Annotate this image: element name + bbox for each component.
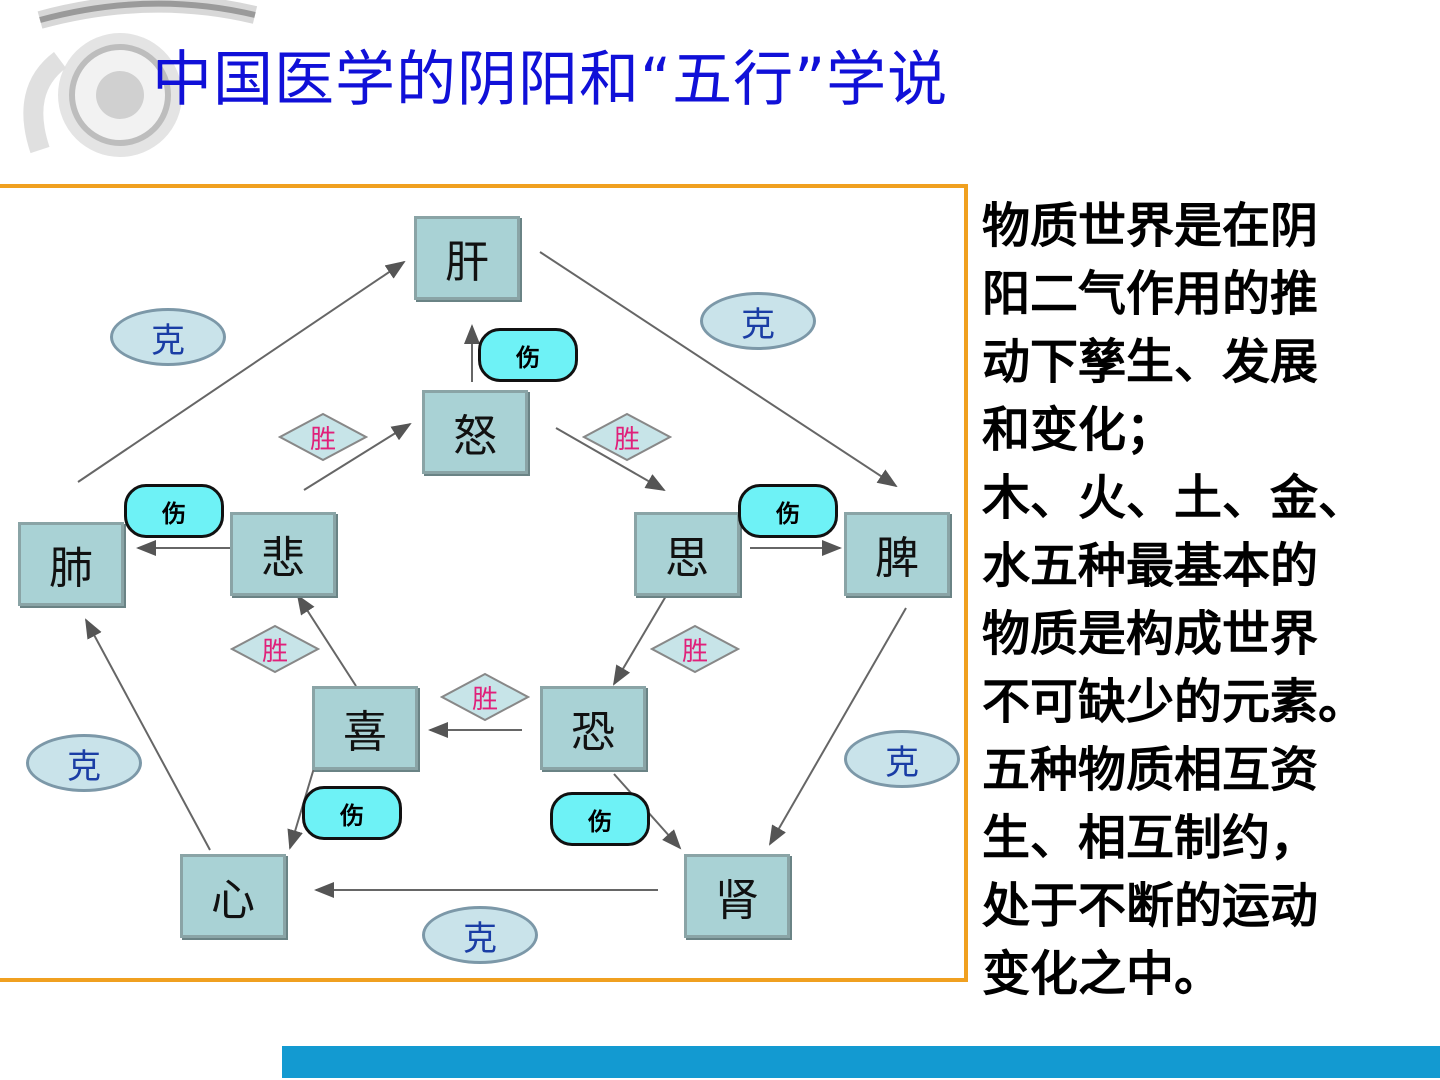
sheng-label: 胜	[230, 624, 320, 674]
text-line: 生、相互制约，	[982, 810, 1319, 866]
sheng-label: 胜	[650, 624, 740, 674]
sheng-text: 胜	[613, 424, 640, 455]
sheng-label: 胜	[582, 412, 672, 462]
sheng-label: 胜	[278, 412, 368, 462]
sheng-text: 胜	[309, 424, 336, 455]
node-anger: 怒	[422, 390, 528, 474]
text-line: 变化之中。	[982, 946, 1223, 1002]
shang-label: 伤	[478, 328, 578, 382]
node-lung: 肺	[18, 522, 124, 606]
text-line: 水五种最基本的	[982, 538, 1319, 594]
diagram-frame	[0, 184, 968, 982]
sheng-text: 胜	[471, 684, 498, 715]
node-spleen: 脾	[844, 512, 950, 596]
sheng-text: 胜	[681, 636, 708, 667]
text-line: 物质是构成世界	[982, 606, 1319, 662]
text-line: 动下孳生、发展	[982, 334, 1319, 390]
shang-label: 伤	[738, 484, 838, 538]
node-heart: 心	[180, 854, 286, 938]
stethoscope-decoration	[23, 0, 258, 157]
shang-label: 伤	[550, 792, 650, 846]
ke-label: 克	[422, 906, 538, 964]
ke-label: 克	[26, 734, 142, 792]
sheng-text: 胜	[261, 636, 288, 667]
diagram-arrows	[77, 251, 907, 898]
node-thought: 思	[634, 512, 740, 596]
text-line: 五种物质相互资	[982, 742, 1319, 798]
text-line: 不可缺少的元素。	[982, 674, 1367, 730]
shang-label: 伤	[302, 786, 402, 840]
text-line: 阳二气作用的推	[982, 266, 1319, 322]
five-elements-diagram: 肝 怒 肺 悲 思 脾 喜 恐 心 肾 克 克 克 克 克 伤 伤 伤 伤 伤 …	[0, 184, 972, 984]
node-kidney: 肾	[684, 854, 790, 938]
node-fear: 恐	[540, 686, 646, 770]
node-joy: 喜	[312, 686, 418, 770]
text-line: 和变化；	[982, 402, 1175, 458]
description-text: 物质世界是在阴 阳二气作用的推 动下孳生、发展 和变化； 木、火、土、金、 水五…	[982, 192, 1412, 1008]
bottom-accent-bar	[282, 1046, 1440, 1078]
shang-label: 伤	[124, 484, 224, 538]
text-line: 物质世界是在阴	[982, 198, 1319, 254]
ke-label: 克	[700, 292, 816, 350]
ke-label: 克	[110, 308, 226, 366]
node-grief: 悲	[230, 512, 336, 596]
sheng-label: 胜	[440, 672, 530, 722]
text-line: 木、火、土、金、	[982, 470, 1367, 526]
text-line: 处于不断的运动	[982, 878, 1319, 934]
page-title: 中国医学的阴阳和“五行”学说	[152, 45, 949, 115]
ke-label: 克	[844, 730, 960, 788]
node-liver: 肝	[414, 216, 520, 300]
